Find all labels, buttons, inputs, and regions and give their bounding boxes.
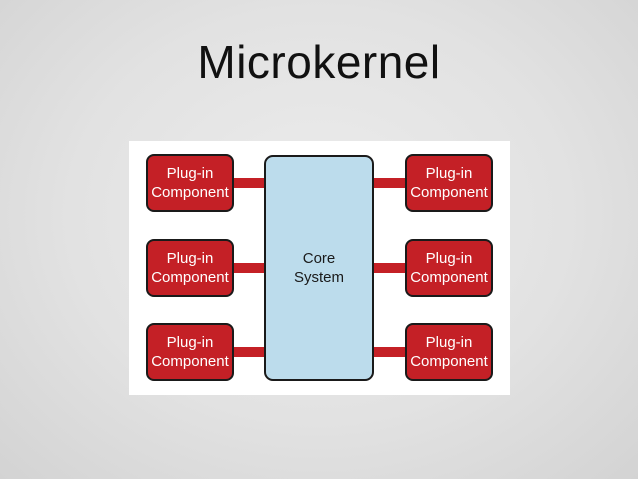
- plugin-component-label: Plug-in Component: [151, 165, 229, 201]
- microkernel-diagram: Core System Plug-in Component Plug-in Co…: [129, 141, 510, 395]
- plugin-component-left-2: Plug-in Component: [146, 239, 234, 297]
- plugin-component-label: Plug-in Component: [151, 250, 229, 286]
- core-system-box: Core System: [264, 155, 374, 381]
- connector-right-1: [374, 178, 406, 188]
- connector-right-3: [374, 347, 406, 357]
- plugin-component-label: Plug-in Component: [410, 334, 488, 370]
- plugin-component-left-3: Plug-in Component: [146, 323, 234, 381]
- core-system-label: Core System: [293, 250, 344, 286]
- connector-left-2: [232, 263, 264, 273]
- plugin-component-right-3: Plug-in Component: [405, 323, 493, 381]
- plugin-component-label: Plug-in Component: [410, 165, 488, 201]
- plugin-component-label: Plug-in Component: [151, 334, 229, 370]
- plugin-component-left-1: Plug-in Component: [146, 154, 234, 212]
- connector-left-1: [232, 178, 264, 188]
- plugin-component-right-1: Plug-in Component: [405, 154, 493, 212]
- plugin-component-right-2: Plug-in Component: [405, 239, 493, 297]
- connector-left-3: [232, 347, 264, 357]
- slide-title: Microkernel: [197, 36, 441, 88]
- connector-right-2: [374, 263, 406, 273]
- plugin-component-label: Plug-in Component: [410, 250, 488, 286]
